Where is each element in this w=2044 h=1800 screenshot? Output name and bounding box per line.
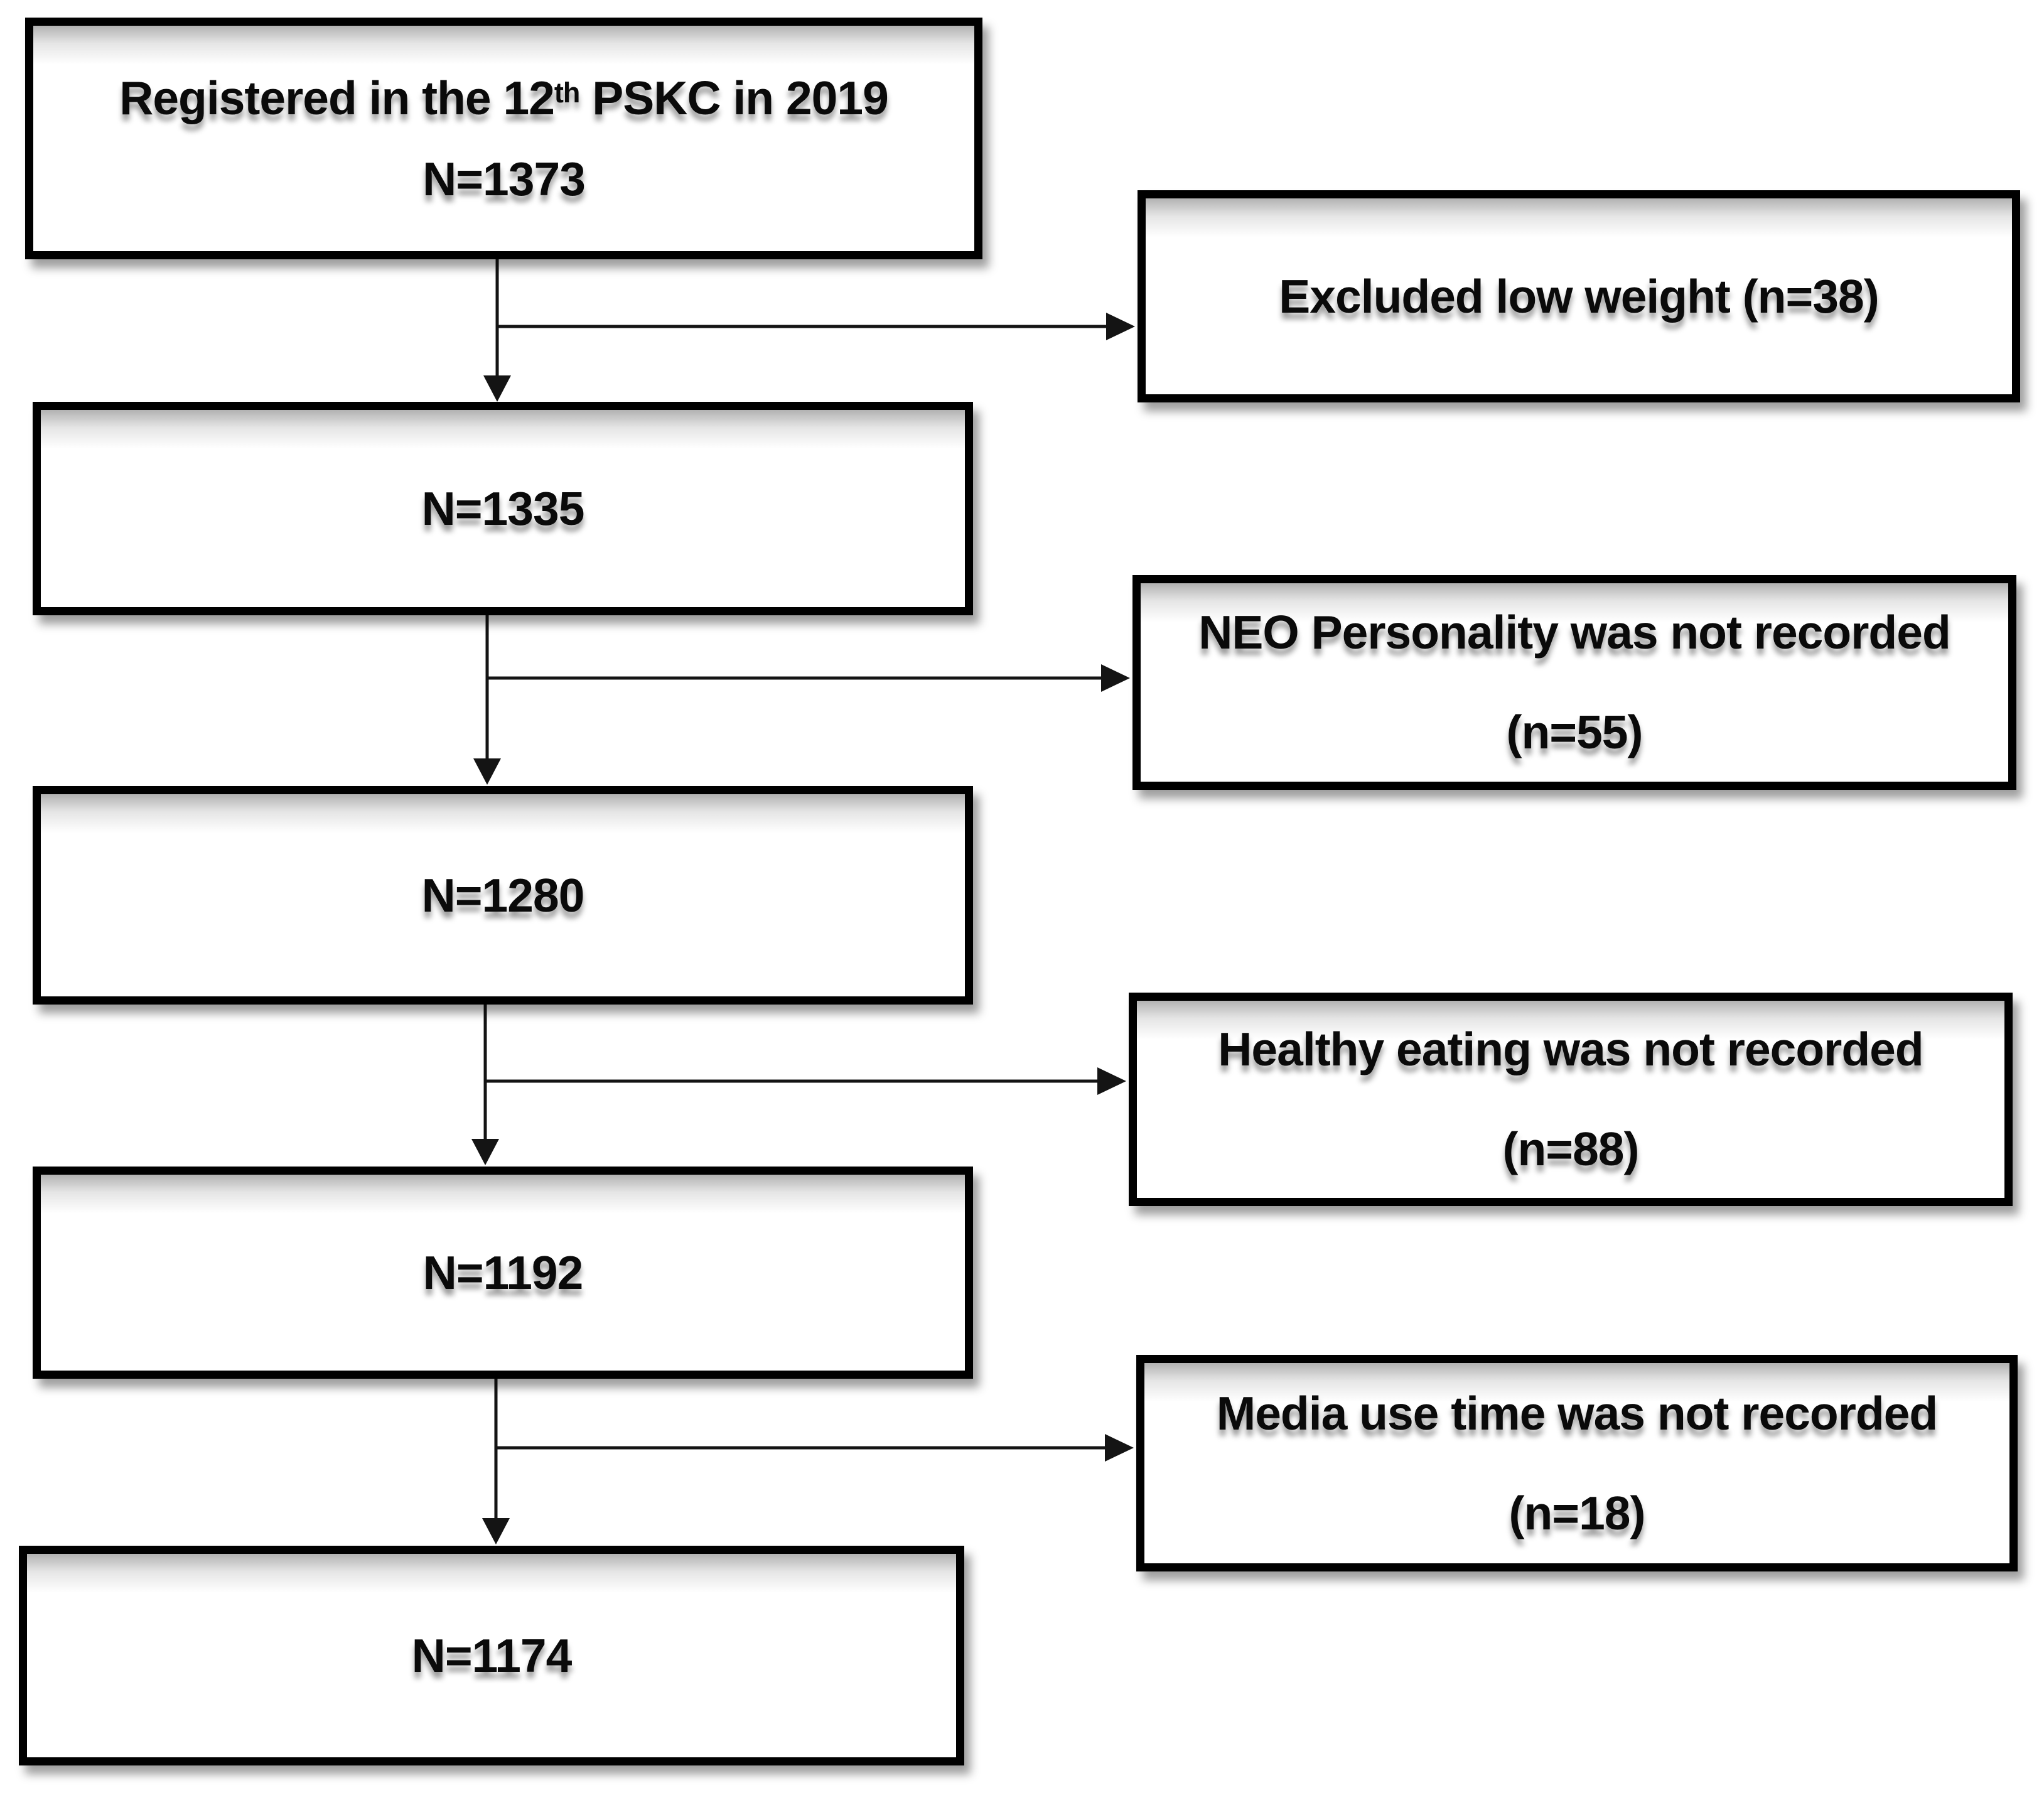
arrow-4-right-arrowhead [1105,1434,1134,1462]
exclusion-neo-personality-count: (n=55) [1506,706,1643,758]
registered-title: Registered in the 12th PSKC in 2019 [119,71,889,124]
exclusion-healthy-eating-label: Healthy eating was not recorded [1218,1023,1923,1075]
registered-title-superscript: th [554,76,580,109]
exclusion-neo-personality-label: NEO Personality was not recorded [1198,606,1951,659]
flow-box-registered: Registered in the 12th PSKC in 2019 N=13… [25,18,982,259]
flow-box-n1192: N=1192 [33,1167,973,1379]
arrow-1-right-arrowhead [1106,313,1135,340]
exclusion-media-use-time-label: Media use time was not recorded [1216,1386,1938,1440]
exclusion-low-weight-label: Excluded low weight (n=38) [1279,269,1879,323]
registered-count-label: N=1373 [422,152,586,205]
exclusion-box-neo-personality: NEO Personality was not recorded (n=55) [1132,575,2016,790]
exclusion-box-media-use-time: Media use time was not recorded (n=18) [1136,1355,2018,1571]
flow-box-n1335: N=1335 [33,402,973,615]
arrow-3-down-arrowhead [471,1139,499,1165]
count-label-n1174: N=1174 [411,1629,573,1682]
count-label-n1280: N=1280 [421,868,585,922]
registered-title-pre: Registered in the 12 [119,71,555,124]
arrow-2-right-arrowhead [1101,664,1130,692]
count-label-n1335: N=1335 [421,482,585,535]
exclusion-box-low-weight: Excluded low weight (n=38) [1138,190,2020,402]
count-label-n1192: N=1192 [422,1246,584,1299]
arrow-1-down-arrowhead [483,375,511,402]
flow-box-n1280: N=1280 [33,786,973,1005]
arrow-2-down-arrowhead [473,758,501,785]
exclusion-healthy-eating-count: (n=88) [1502,1123,1640,1175]
arrow-3-right-arrowhead [1097,1067,1126,1095]
exclusion-box-healthy-eating: Healthy eating was not recorded (n=88) [1129,993,2013,1206]
exclusion-media-use-time-count: (n=18) [1509,1486,1646,1539]
registered-title-post: PSKC in 2019 [579,71,889,124]
flow-box-n1174: N=1174 [19,1546,964,1765]
arrow-4-down-arrowhead [482,1518,510,1544]
